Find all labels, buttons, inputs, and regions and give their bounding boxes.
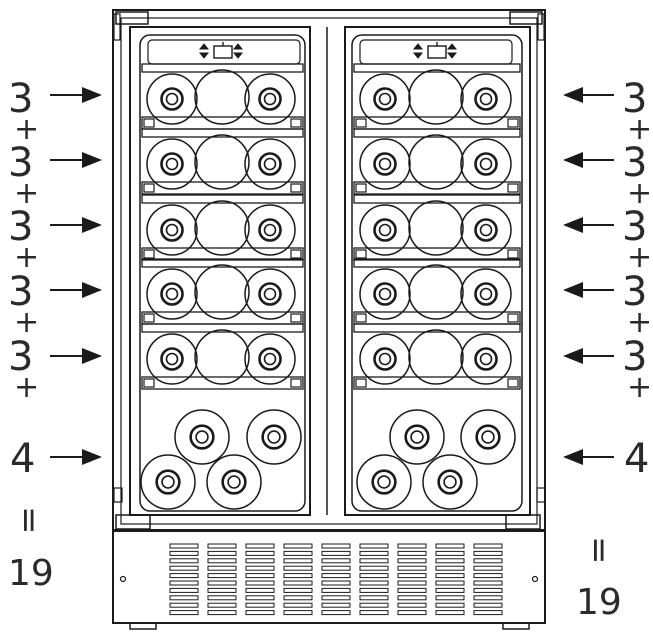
right-plus-5: + [627, 370, 652, 405]
bottle [244, 73, 296, 125]
left-total: 19 [8, 553, 54, 594]
bottle [146, 333, 198, 385]
bottle [140, 454, 196, 510]
hinge-top-left [115, 11, 149, 25]
cabinet-inner-frame [120, 17, 538, 525]
left-row-count-5: 3 [8, 334, 33, 380]
left-bottom-count: 4 [10, 436, 35, 482]
bottle [194, 264, 250, 320]
left-row-count-4: 3 [8, 269, 33, 315]
left-row-count-3: 3 [8, 204, 33, 250]
door-right [344, 26, 531, 516]
right-total: 19 [576, 582, 622, 623]
shelf [353, 323, 521, 390]
bottle [460, 333, 512, 385]
right-plus-1: + [627, 112, 652, 147]
bottle [408, 69, 464, 125]
bottle [359, 333, 411, 385]
bottle [244, 138, 296, 190]
shelf [353, 63, 521, 130]
bottle [146, 73, 198, 125]
bottle [389, 409, 445, 465]
bottle [146, 268, 198, 320]
bottom-rack-right [356, 409, 516, 510]
shelf [141, 194, 304, 261]
shelves-right [353, 63, 521, 390]
bottle [460, 138, 512, 190]
door-left [129, 26, 311, 516]
bottle [356, 454, 412, 510]
shelf [141, 323, 304, 390]
bottle [194, 134, 250, 190]
shelf [141, 258, 304, 325]
right-equals: = [579, 536, 619, 565]
left-capacity-labels: 3 + 3 + 3 + 3 + 3 + 4 = 19 [8, 76, 54, 594]
bottle [460, 268, 512, 320]
bottle [408, 200, 464, 256]
bottle [246, 409, 302, 465]
shelf [353, 194, 521, 261]
control-panel-left [147, 39, 301, 65]
base-grille [112, 530, 546, 630]
bottle [408, 264, 464, 320]
bottom-rack-left [140, 409, 302, 510]
bottle [146, 204, 198, 256]
bottle [460, 409, 516, 465]
bottle [194, 69, 250, 125]
left-plus-4: + [14, 305, 39, 340]
bottle [146, 138, 198, 190]
shelves-left [141, 63, 304, 390]
right-row-count-4: 3 [622, 269, 647, 315]
pointer-arrows [50, 87, 614, 465]
bottle [408, 329, 464, 385]
right-row-count-1: 3 [622, 76, 647, 122]
bottle [422, 454, 478, 510]
left-plus-5: + [14, 370, 39, 405]
bottle [194, 329, 250, 385]
control-panel-icon [198, 42, 244, 59]
right-row-count-2: 3 [622, 140, 647, 186]
right-plus-2: + [627, 176, 652, 211]
bottle [359, 268, 411, 320]
right-plus-4: + [627, 305, 652, 340]
left-plus-1: + [14, 112, 39, 147]
bottle [359, 204, 411, 256]
hinge-top-right [509, 11, 543, 25]
left-row-count-1: 3 [8, 76, 33, 122]
bottle [460, 204, 512, 256]
shelf [353, 128, 521, 195]
shelf [353, 258, 521, 325]
bottle [206, 454, 262, 510]
bottle [244, 268, 296, 320]
left-plus-2: + [14, 176, 39, 211]
bottle [359, 73, 411, 125]
bottle [460, 73, 512, 125]
left-row-count-2: 3 [8, 140, 33, 186]
shelf [141, 63, 304, 130]
left-plus-3: + [14, 240, 39, 275]
left-equals: = [9, 506, 49, 535]
shelf [141, 128, 304, 195]
control-panel-icon [412, 42, 458, 59]
right-row-count-5: 3 [622, 334, 647, 380]
bottle [408, 134, 464, 190]
hinge-bottom-right [505, 514, 541, 530]
right-bottom-count: 4 [624, 436, 649, 482]
right-plus-3: + [627, 240, 652, 275]
control-panel-right [359, 39, 513, 65]
right-row-count-3: 3 [622, 204, 647, 250]
right-capacity-labels: 3 + 3 + 3 + 3 + 3 + 4 = 19 [576, 76, 652, 623]
bottle [244, 204, 296, 256]
bottle [174, 409, 230, 465]
bottle [359, 138, 411, 190]
bottle [194, 200, 250, 256]
bottle [244, 333, 296, 385]
